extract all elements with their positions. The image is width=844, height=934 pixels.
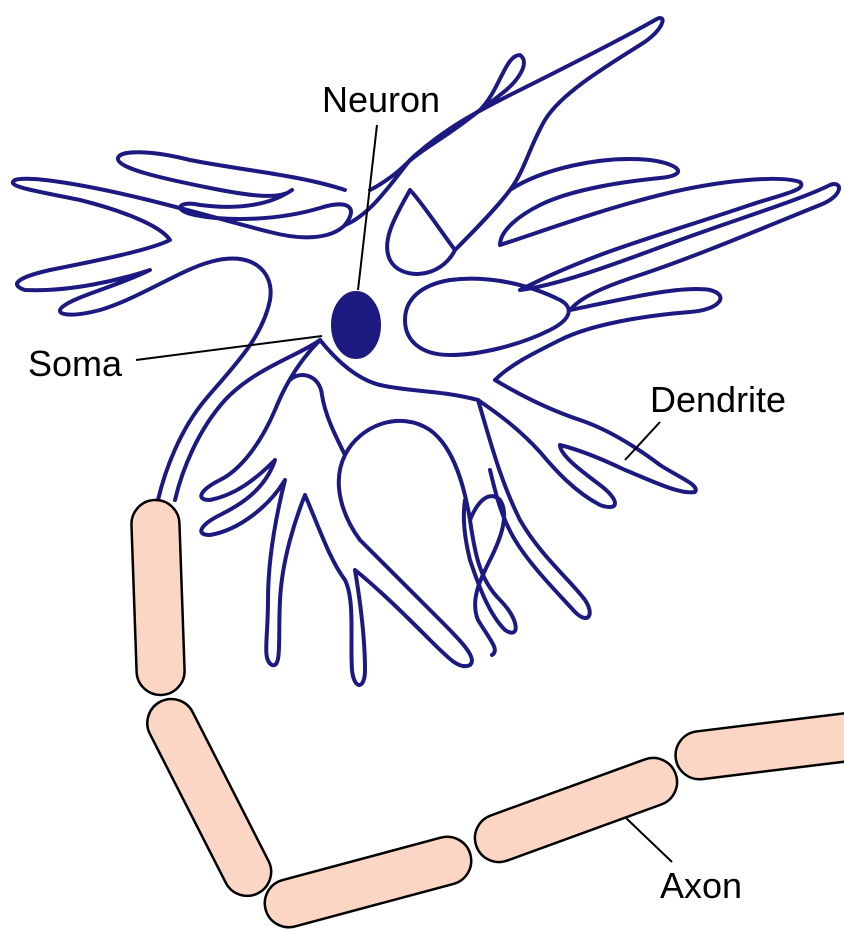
label-dendrite: Dendrite (650, 379, 786, 420)
soma-inner-loop (405, 279, 569, 355)
myelin-segment-1 (131, 499, 186, 696)
myelin-segment-3 (259, 831, 476, 932)
myelin-segment-5 (673, 710, 844, 782)
dendrite-upper-left (13, 152, 351, 314)
label-soma: Soma (28, 343, 123, 384)
soma-outline (201, 340, 515, 685)
axon-hillock (158, 300, 320, 500)
myelin-segment-4 (468, 751, 684, 869)
nucleus (332, 292, 380, 358)
label-neuron: Neuron (322, 79, 440, 120)
label-axon: Axon (660, 865, 742, 906)
dendrite-upper-right (495, 159, 839, 380)
leader-axon (626, 818, 672, 862)
leader-neuron (358, 125, 377, 290)
myelin-segment-2 (139, 691, 279, 904)
